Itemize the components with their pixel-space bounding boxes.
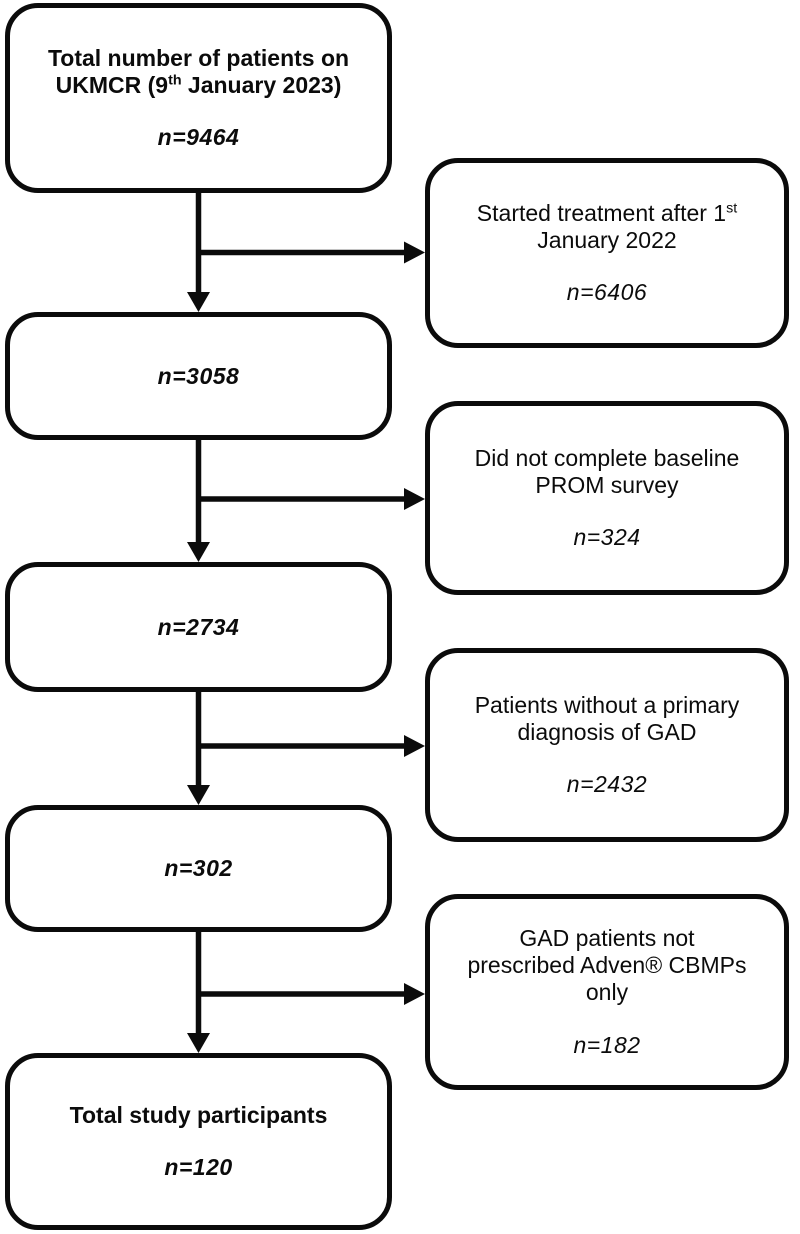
down-arrowhead-icon [187, 785, 210, 805]
box-n-value: n=182 [573, 1031, 641, 1058]
box-n-value: n=9464 [157, 124, 240, 151]
box-after-prom-filter: n=2734 [5, 562, 392, 692]
right-arrowhead-icon [404, 488, 425, 510]
box-n-value: n=3058 [157, 362, 240, 389]
box-total-study-participants: Total study participants n=120 [5, 1053, 392, 1230]
connector-total-to-n3058 [187, 193, 425, 312]
box-n-value: n=2432 [566, 771, 648, 798]
right-arrowhead-icon [404, 983, 425, 1005]
box-n-value: n=324 [573, 524, 641, 551]
box-after-start-date-filter: n=3058 [5, 312, 392, 440]
box-n-value: n=120 [164, 1154, 233, 1181]
box-n-value: n=2734 [157, 613, 240, 640]
box-after-gad-filter: n=302 [5, 805, 392, 932]
box-title: Total study participants [69, 1101, 328, 1128]
box-n-value: n=6406 [566, 279, 648, 306]
down-arrowhead-icon [187, 542, 210, 562]
down-arrowhead-icon [187, 292, 210, 312]
connector-n3058-to-n2734 [187, 440, 425, 562]
connector-n2734-to-n302 [187, 692, 425, 805]
right-arrowhead-icon [404, 735, 425, 757]
right-arrowhead-icon [404, 241, 425, 264]
box-n-value: n=302 [164, 855, 233, 881]
down-arrowhead-icon [187, 1033, 210, 1053]
connector-n302-to-participants [187, 932, 425, 1053]
